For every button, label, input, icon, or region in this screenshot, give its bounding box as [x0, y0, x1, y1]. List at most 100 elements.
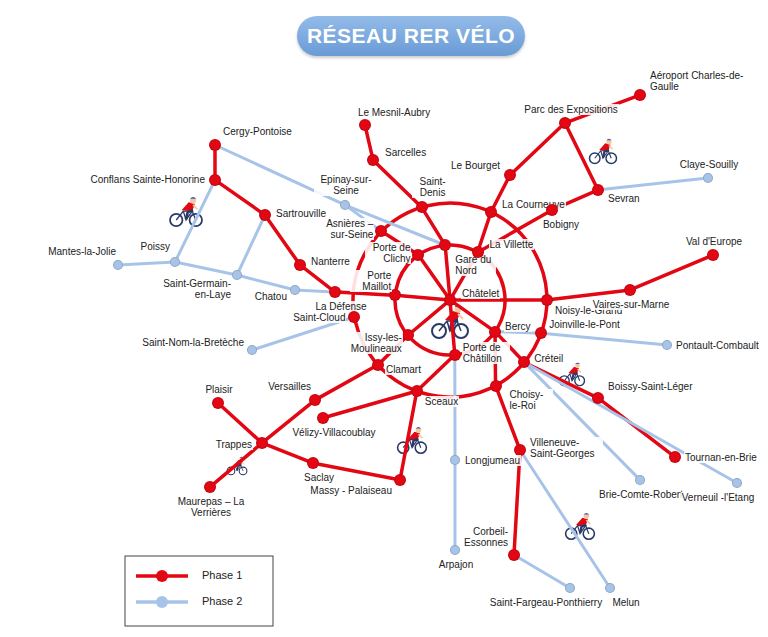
- station-dot: Corbeil-Essonnes: [508, 549, 520, 561]
- station-dot: Arpajon: [450, 545, 460, 555]
- legend-row: Phase 1: [132, 566, 266, 586]
- station-label: Brie-Comte-Robert: [598, 489, 684, 500]
- station-label: Asnières – sur-Seine: [310, 218, 374, 240]
- station-dot: Bobigny: [546, 204, 558, 216]
- station-label: Villeneuve-Saint-Georges: [529, 437, 603, 459]
- station-label: Choisy-le-Roi: [509, 389, 553, 411]
- station-label: Conflans Sainte-Honorine: [89, 174, 206, 185]
- station-label: La Villette: [489, 239, 535, 250]
- bike-route: [514, 127, 560, 171]
- station-dot: Conflans Sainte-Honorine: [209, 174, 221, 186]
- bike-route: [395, 301, 404, 330]
- bike-route: [543, 306, 547, 328]
- station-label: La Défense: [314, 301, 367, 312]
- bike-route: [366, 131, 371, 154]
- station-dot: La Courneuve: [485, 206, 497, 218]
- station-label: Porte Maillot: [350, 270, 392, 292]
- station-dot: Sceaux: [411, 385, 423, 397]
- bike-route: [501, 367, 521, 383]
- legend-dot: [156, 570, 168, 582]
- station-label: Bobigny: [542, 219, 580, 230]
- station-label: Chatou: [254, 291, 288, 302]
- title-text: RÉSEAU RER VÉLO: [307, 24, 515, 47]
- station-label: Châtelet: [461, 288, 500, 299]
- station-dot: Clamart: [372, 359, 384, 371]
- station-dot: Epinay-sur-Seine: [340, 200, 350, 210]
- station-dot: Saint-Denis: [416, 201, 428, 213]
- station-dot: Saint-Nom-la-Bretèche: [247, 345, 257, 355]
- bike-route: [636, 257, 708, 287]
- station-label: Créteil: [533, 353, 564, 364]
- station-dot: Mantes-la-Jolie: [113, 260, 123, 270]
- station-dot: Boissy-Saint-Léger: [592, 392, 604, 404]
- station-label: Parc des Expositions: [523, 104, 618, 115]
- legend-swatch: [132, 595, 192, 609]
- station-label: Sarcelles: [384, 147, 427, 158]
- bike-route: [446, 251, 450, 294]
- bike-route: [213, 151, 217, 174]
- station-dot: Pontault-Combault: [662, 340, 672, 350]
- bike-route: [568, 128, 596, 184]
- station-dot: Vélizy-Villacoublay: [317, 412, 329, 424]
- station-dot: Porte Maillot: [389, 289, 401, 301]
- station-label: Vélizy-Villacoublay: [291, 427, 376, 438]
- station-label: Tournan-en-Brie: [684, 452, 758, 463]
- station-dot: Saint-Germain-en-Laye: [232, 270, 242, 280]
- station-dot: Joinville-le-Pont: [535, 327, 547, 339]
- station-label: Issy-les-Moulineaux: [343, 332, 403, 354]
- station-dot: Gare du Nord: [439, 239, 451, 251]
- station-dot: Trappes: [256, 437, 268, 449]
- bike-route: [604, 179, 703, 190]
- station-dot: Noisy-le-Grand: [541, 294, 553, 306]
- station-dot: Sarcelles: [367, 154, 379, 166]
- bike-route: [300, 290, 329, 292]
- legend-box: [125, 556, 273, 626]
- station-dot: Aéroport Charles-de-Gaulle: [634, 89, 646, 101]
- bike-route: [454, 465, 457, 545]
- bike-route: [530, 365, 733, 480]
- bike-route: [257, 319, 349, 349]
- bike-route: [180, 263, 232, 274]
- station-dot: Maurepas – La Verrières: [204, 481, 216, 493]
- legend-label: Phase 1: [202, 569, 242, 582]
- station-dot: Le Mesnil-Aubry: [359, 119, 371, 131]
- bike-route: [413, 304, 446, 332]
- bike-route: [455, 303, 490, 328]
- station-label: Val d'Europe: [685, 236, 743, 247]
- cyclist-icon: [398, 427, 427, 453]
- station-dot: Val d'Europe: [707, 249, 719, 261]
- station-dot: Brie-Comte-Robert: [635, 475, 645, 485]
- station-label: Verneuil -l'Etang: [681, 492, 756, 503]
- legend-row: Phase 2: [132, 592, 266, 612]
- bike-route: [320, 368, 373, 397]
- bike-route: [451, 245, 472, 250]
- station-dot: Porte de Châtillon: [449, 349, 461, 361]
- station-label: Poissy: [140, 241, 171, 252]
- station-label: Joinville-le-Pont: [548, 319, 621, 330]
- station-label: Maurepas – La Verrières: [170, 496, 252, 518]
- bike-route: [341, 292, 389, 295]
- station-label: Sartrouville: [275, 208, 327, 219]
- station-label: Boissy-Saint-Léger: [607, 381, 693, 392]
- station-label: Clamart: [385, 364, 422, 375]
- station-label: Bercy: [504, 321, 532, 332]
- bike-route: [483, 213, 547, 249]
- station-dot: Saint-Cloud: [348, 311, 360, 323]
- station-label: Saint-Nom-la-Bretèche: [141, 337, 245, 348]
- bike-route: [453, 361, 456, 455]
- bike-route: [239, 220, 262, 270]
- station-dot: La Défense: [329, 286, 341, 298]
- bike-route: [123, 262, 170, 264]
- station-label: Saint-Fargeau-Ponthierry: [489, 597, 603, 608]
- station-dot: Nanterre: [294, 259, 306, 271]
- station-dot: Versailles: [309, 394, 321, 406]
- station-label: Saint-Germain-en-Laye: [152, 278, 232, 300]
- station-label: Vaires-sur-Marne: [592, 299, 671, 310]
- station-dot: Claye-Souilly: [703, 173, 713, 183]
- station-label: Arpajon: [438, 559, 474, 570]
- station-label: Le Bourget: [450, 160, 501, 171]
- station-label: Aéroport Charles-de-Gaulle: [649, 70, 746, 92]
- station-label: Sevran: [607, 193, 641, 204]
